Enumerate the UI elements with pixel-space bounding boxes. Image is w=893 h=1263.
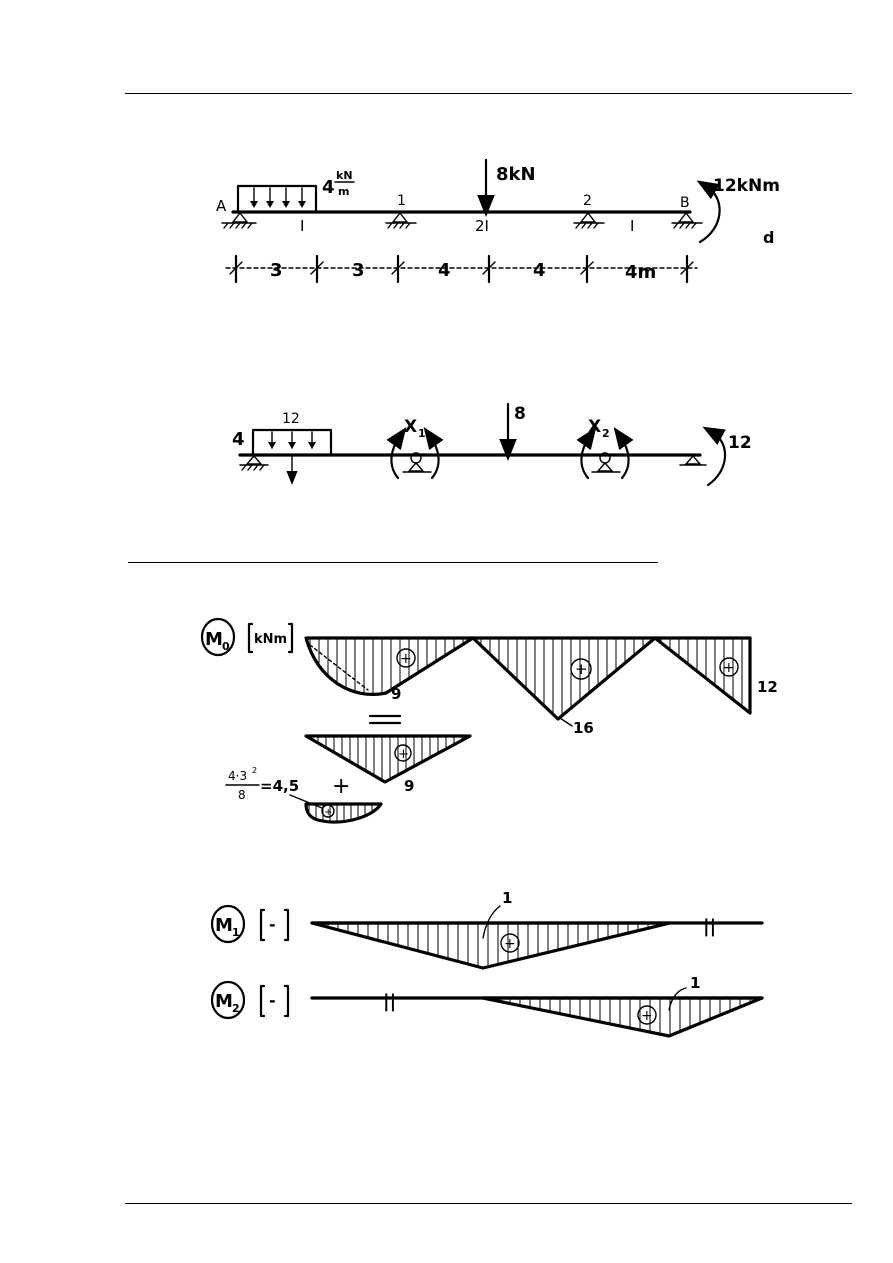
- x1-label: X: [404, 417, 417, 437]
- m0-hatching: [309, 638, 743, 719]
- q-unit-den: m: [338, 185, 349, 198]
- label-A: A: [216, 197, 227, 215]
- m0-peak-mid: 16: [573, 719, 594, 737]
- m0-diagram: M 0 kNm + + + 9 16 12 + 9: [200, 617, 778, 824]
- x2-sub: 2: [602, 427, 610, 440]
- m1-label-sub: 1: [232, 926, 240, 939]
- beam-diagram: 4 kN m A 1 8kN: [216, 158, 780, 284]
- header-rule: [125, 93, 852, 94]
- formula-exp: 2: [252, 766, 257, 775]
- moment-label: 12kNm: [713, 176, 780, 196]
- primary-system: 4 12 X 1 8: [232, 402, 752, 487]
- stiffness-span-3: I: [630, 217, 634, 235]
- m0-tri-value: 9: [404, 777, 414, 795]
- m0-unit: kNm: [254, 632, 287, 647]
- support-A: [221, 211, 257, 229]
- span-3: 4: [438, 260, 451, 281]
- hinge-X2: [576, 427, 634, 480]
- resultant-label: 12: [282, 411, 300, 427]
- m1-break: ||: [703, 916, 716, 937]
- span-5: 4m: [625, 262, 656, 283]
- m1-peak-value: 1: [502, 889, 512, 907]
- support-1: [385, 211, 417, 229]
- plus-sign: +: [332, 774, 350, 799]
- m0-label: M: [205, 629, 223, 650]
- m1-diagram: M 1 - + 1 ||: [210, 889, 764, 970]
- footer-rule: [125, 1203, 852, 1204]
- primary-moment: 12: [728, 433, 752, 453]
- m0-outline: [304, 636, 752, 721]
- m1-label: M: [215, 915, 233, 936]
- m0-sign-3: [719, 657, 739, 677]
- m1-outline: [310, 921, 672, 970]
- problem-letter: d: [763, 228, 774, 247]
- x2-label: X: [588, 417, 601, 437]
- m0-sign-2-text: +: [575, 660, 588, 678]
- support-B: [671, 211, 703, 229]
- m0-sign-1-text: +: [400, 651, 412, 667]
- formula-result: =4,5: [260, 777, 299, 795]
- m2-peak-value: 1: [690, 974, 700, 992]
- m2-outline: [481, 996, 764, 1038]
- m2-break: ||: [383, 991, 396, 1012]
- m2-sign-text: +: [641, 1008, 653, 1024]
- parabola-sign-text: +: [324, 807, 332, 818]
- m1-hatching: [317, 923, 669, 968]
- m2-diagram: M 2 - + 1 ||: [210, 974, 764, 1038]
- span-2: 3: [352, 260, 365, 281]
- m0-end-value: 12: [757, 678, 778, 696]
- label-support-2: 2: [583, 193, 592, 209]
- span-4: 4: [533, 260, 546, 281]
- primary-point-load: 8: [514, 404, 526, 424]
- point-load-label: 8kN: [496, 164, 536, 185]
- m1-unit: -: [269, 915, 276, 934]
- hinge-X1: [386, 427, 444, 480]
- span-1: 3: [270, 260, 283, 281]
- stiffness-span-1: I: [300, 217, 304, 235]
- m1-sign-text: +: [504, 936, 516, 952]
- q-value: 4: [322, 177, 335, 198]
- primary-moment-arrow: [702, 426, 727, 487]
- x1-sub: 1: [418, 427, 426, 440]
- moment-arrow: [696, 180, 721, 244]
- m0-sign-2: [570, 658, 592, 680]
- m0-peak-left: 9: [391, 685, 401, 703]
- tri-sign-text: +: [398, 747, 409, 762]
- primary-q-value: 4: [232, 429, 245, 450]
- m2-hatching: [489, 998, 761, 1036]
- m0-label-circle: [200, 617, 236, 657]
- m2-label: M: [215, 991, 233, 1012]
- formula-num: 4·3: [228, 769, 247, 783]
- distributed-load: [236, 184, 318, 214]
- m0-parabola: [304, 802, 383, 824]
- label-support-1: 1: [397, 193, 406, 209]
- m0-sign-1: [396, 648, 416, 668]
- formula-den: 8: [238, 788, 246, 802]
- m0-sign-3-text: +: [723, 660, 735, 676]
- q-unit-num: kN: [336, 169, 353, 182]
- stiffness-span-2: 2I: [475, 217, 489, 235]
- dimension-line: [225, 254, 698, 284]
- support-2: [573, 211, 605, 229]
- m0-label-sub: 0: [222, 640, 230, 653]
- label-B: B: [680, 195, 690, 211]
- m2-unit: -: [269, 991, 276, 1010]
- section-divider: [128, 562, 658, 563]
- m0-triangle: [304, 734, 472, 784]
- m2-label-sub: 2: [232, 1002, 240, 1015]
